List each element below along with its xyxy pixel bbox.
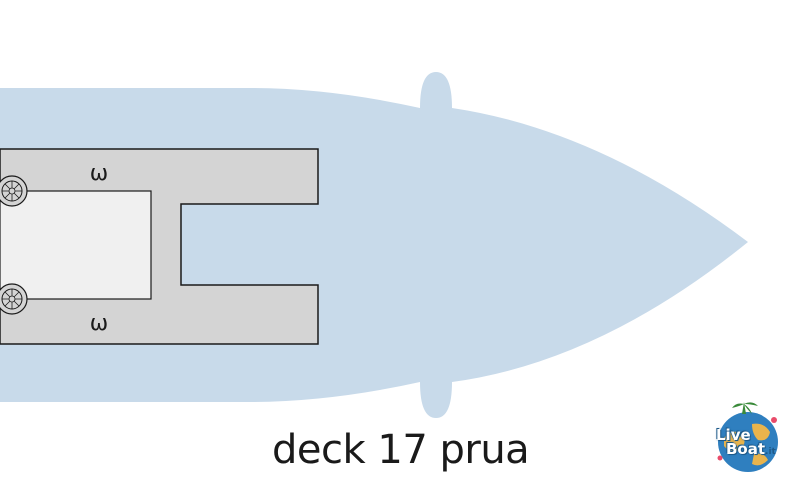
logo-word-boat-text: Boat	[726, 440, 766, 458]
liveboat-logo[interactable]: Live Boat.it	[702, 398, 792, 476]
logo-text: Live Boat.it	[716, 428, 776, 459]
round-fixture-top	[0, 175, 28, 207]
inner-area	[0, 190, 152, 300]
deck-title: deck 17 prua	[272, 427, 530, 473]
marker-bottom: ω	[90, 311, 108, 336]
round-fixture-bottom	[0, 283, 28, 315]
marker-top: ω	[90, 161, 108, 186]
logo-suffix: .it	[765, 447, 776, 457]
globe-icon	[717, 402, 778, 472]
logo-word-boat: Boat.it	[726, 442, 776, 459]
logo-word-live: Live	[716, 426, 751, 444]
